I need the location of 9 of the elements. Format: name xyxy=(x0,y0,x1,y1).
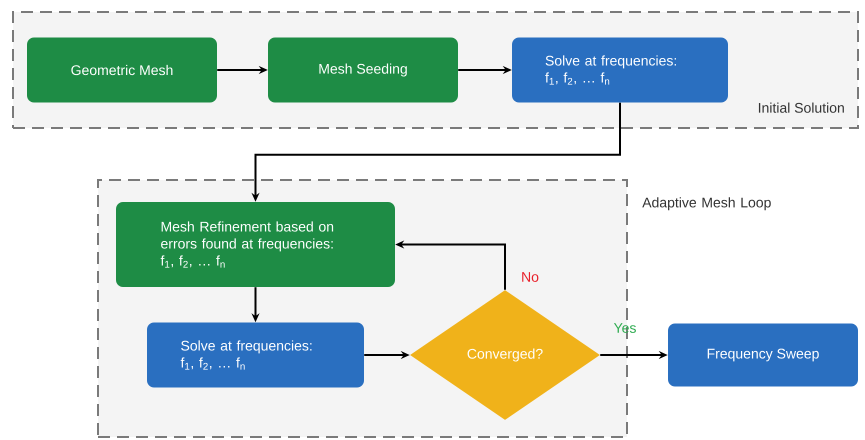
edge-label: No xyxy=(522,272,538,282)
process-box: Solve at frequencies: f$_{1}$, f$_{2}$, … f$_{n}$ xyxy=(512,38,728,102)
process-box: Solve at frequencies: f$_{1}$, f$_{2}$, … f$_{n}$ xyxy=(147,322,364,388)
process-box: Frequency Sweep xyxy=(668,324,858,386)
node-label: Adaptive Mesh Loop xyxy=(642,197,771,210)
process-box: Mesh Refinement based on errors found at frequencies: f$_{1}$, f$_{2}$, … f$_{n}$ xyxy=(116,202,395,287)
process-box: Mesh Seeding xyxy=(268,38,458,102)
edge-label: Yes xyxy=(614,323,636,333)
process-box: Geometric Mesh xyxy=(27,38,217,102)
